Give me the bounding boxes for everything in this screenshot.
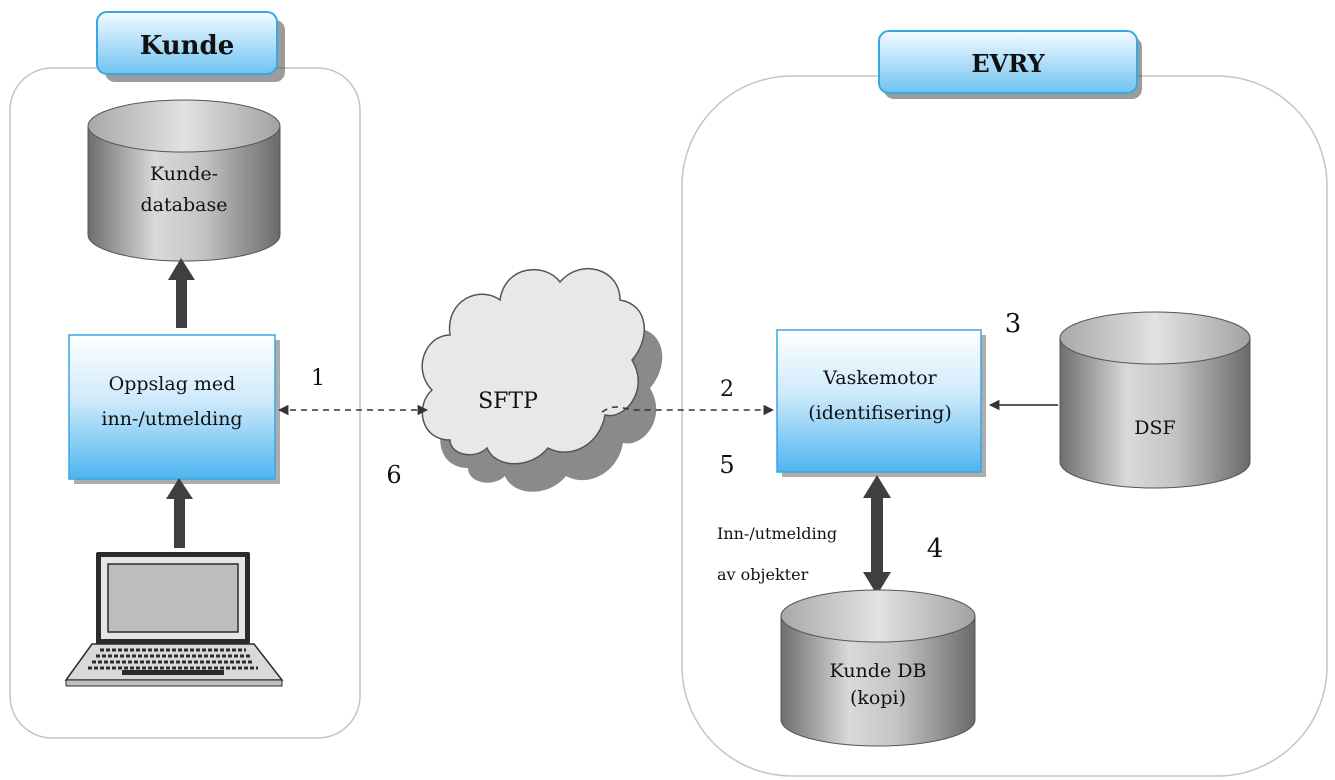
oppslag-label-line2: inn-/utmelding <box>101 408 242 430</box>
dsf-label: DSF <box>1134 417 1175 439</box>
step-number-1: 1 <box>311 366 325 391</box>
arrow-sftp-vaskemotor <box>601 404 775 416</box>
evry-title-tab: EVRY <box>878 30 1142 99</box>
evry-title: EVRY <box>971 49 1045 78</box>
step-number-6: 6 <box>386 461 401 489</box>
step-number-4: 4 <box>927 534 944 564</box>
kunde-database-label-line2: database <box>141 194 228 216</box>
laptop-icon <box>64 552 284 687</box>
kunde-title-tab: Kunde <box>96 11 285 82</box>
vaskemotor-label-line1: Vaskemotor <box>822 367 937 389</box>
oppslag-box <box>68 334 280 484</box>
sftp-label: SFTP <box>478 389 538 414</box>
vaskemotor-label-line2: (identifisering) <box>808 402 951 424</box>
arrow-oppslag-to-database <box>168 258 195 328</box>
kunde-database-icon <box>87 99 281 262</box>
step-number-5: 5 <box>719 451 734 479</box>
arrow-laptop-to-oppslag <box>166 478 193 548</box>
inn-ut-label-line2: av objekter <box>717 565 809 584</box>
sftp-cloud-icon <box>421 267 663 492</box>
inn-ut-label-line1: Inn-/utmelding <box>717 524 837 543</box>
arrow-vaskemotor-kopi <box>863 475 891 595</box>
vaskemotor-box <box>776 329 986 477</box>
kunde-database-label-line1: Kunde- <box>150 163 218 185</box>
dsf-database-icon <box>1059 311 1251 489</box>
oppslag-label-line1: Oppslag med <box>109 373 236 395</box>
step-number-2: 2 <box>720 377 734 402</box>
kunde-title: Kunde <box>140 31 235 61</box>
kunde-db-kopi-database-icon <box>780 589 976 747</box>
kunde-db-kopi-label-line2: (kopi) <box>850 687 906 709</box>
step-number-3: 3 <box>1005 309 1022 339</box>
kunde-db-kopi-label-line1: Kunde DB <box>830 660 927 682</box>
